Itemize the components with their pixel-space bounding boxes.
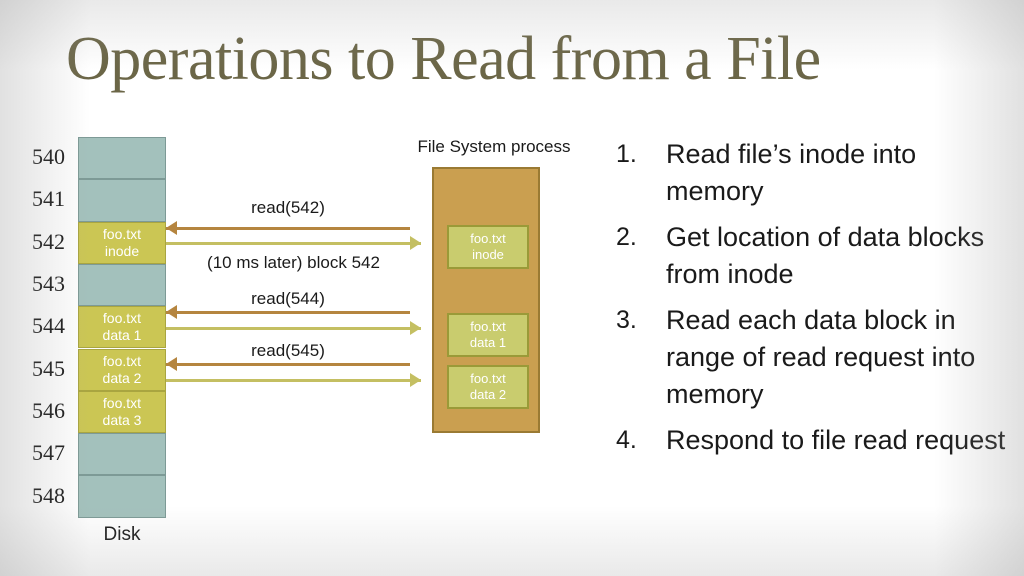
arrow-read-542-to-disk xyxy=(166,221,410,235)
disk-block-number-540: 540 xyxy=(32,144,65,170)
fs-block-label-line1: foo.txt xyxy=(470,319,506,334)
disk-block-number-547: 547 xyxy=(32,440,65,466)
disk-block-548 xyxy=(78,475,166,518)
disk-block-number-541: 541 xyxy=(32,186,65,212)
arrow-block-544-to-fs xyxy=(166,321,421,335)
disk-block-label-line1: foo.txt xyxy=(102,310,142,327)
step-number: 2. xyxy=(616,223,637,251)
arrow-head-right-icon xyxy=(410,236,421,250)
arrow-head-right-icon xyxy=(410,321,421,335)
step-item: 2. Get location of data blocks from inode xyxy=(616,219,1006,293)
arrow-read-544-to-disk xyxy=(166,305,410,319)
fs-block-label-line1: foo.txt xyxy=(470,231,506,246)
arrow-shaft xyxy=(166,327,421,330)
step-text: Read file’s inode into memory xyxy=(666,139,917,206)
disk-block-547 xyxy=(78,433,166,476)
arrow-label-block-542: (10 ms later) block 542 xyxy=(207,253,380,272)
disk-block-label-line2: inode xyxy=(104,242,140,259)
disk-caption: Disk xyxy=(103,524,141,545)
disk-block-number-543: 543 xyxy=(32,271,65,297)
step-number: 1. xyxy=(616,140,637,168)
disk-block-number-545: 545 xyxy=(32,355,65,381)
arrow-head-left-icon xyxy=(166,357,177,371)
disk-block-label-line2: data 2 xyxy=(102,369,142,386)
arrow-label-read-545: read(545) xyxy=(251,341,325,360)
disk-block-label-line1: foo.txt xyxy=(102,225,142,242)
disk-block-number-546: 546 xyxy=(32,397,65,423)
arrow-block-542-to-fs xyxy=(166,236,421,250)
disk-block-label-line2: data 1 xyxy=(102,327,142,344)
arrow-label-read-542: read(542) xyxy=(251,198,325,217)
arrow-head-left-icon xyxy=(166,221,177,235)
step-text: Get location of data blocks from inode xyxy=(666,222,985,289)
disk-block-543 xyxy=(78,263,166,307)
step-number: 3. xyxy=(616,306,637,334)
arrow-shaft xyxy=(166,379,421,382)
arrow-head-right-icon xyxy=(410,373,421,387)
arrow-shaft xyxy=(166,242,421,245)
step-item: 3. Read each data block in range of read … xyxy=(616,302,1006,413)
step-item: 1. Read file’s inode into memory xyxy=(616,136,1006,210)
disk-block-number-548: 548 xyxy=(32,482,65,508)
disk-block-number-542: 542 xyxy=(32,228,65,254)
step-number: 4. xyxy=(616,426,637,454)
arrow-head-left-icon xyxy=(166,305,177,319)
steps-list: 1. Read file’s inode into memory 2. Get loc… xyxy=(616,136,1006,468)
file-system-process-title: File System process xyxy=(417,137,571,156)
disk-block-541 xyxy=(78,179,166,222)
disk-block-label-line2: data 3 xyxy=(102,411,142,428)
fs-block-label-line2: data 2 xyxy=(469,387,507,402)
disk-block-540 xyxy=(78,137,166,180)
step-item: 4. Respond to file read request xyxy=(616,422,1006,459)
arrow-block-545-to-fs xyxy=(166,373,421,387)
disk-block-number-544: 544 xyxy=(32,313,65,339)
arrow-shaft xyxy=(166,311,410,314)
step-text: Respond to file read request xyxy=(666,425,1006,455)
step-text: Read each data block in range of read re… xyxy=(666,305,976,409)
disk-block-label-line1: foo.txt xyxy=(102,394,142,411)
arrow-shaft xyxy=(166,363,410,366)
page-title: Operations to Read from a File xyxy=(66,25,821,93)
arrow-read-545-to-disk xyxy=(166,357,410,371)
fs-block-label-line1: foo.txt xyxy=(470,371,506,386)
arrow-shaft xyxy=(166,227,410,230)
fs-block-label-line2: inode xyxy=(472,247,504,262)
disk-block-label-line1: foo.txt xyxy=(102,352,142,369)
fs-block-label-line2: data 1 xyxy=(469,335,507,350)
arrow-label-read-544: read(544) xyxy=(251,289,325,308)
